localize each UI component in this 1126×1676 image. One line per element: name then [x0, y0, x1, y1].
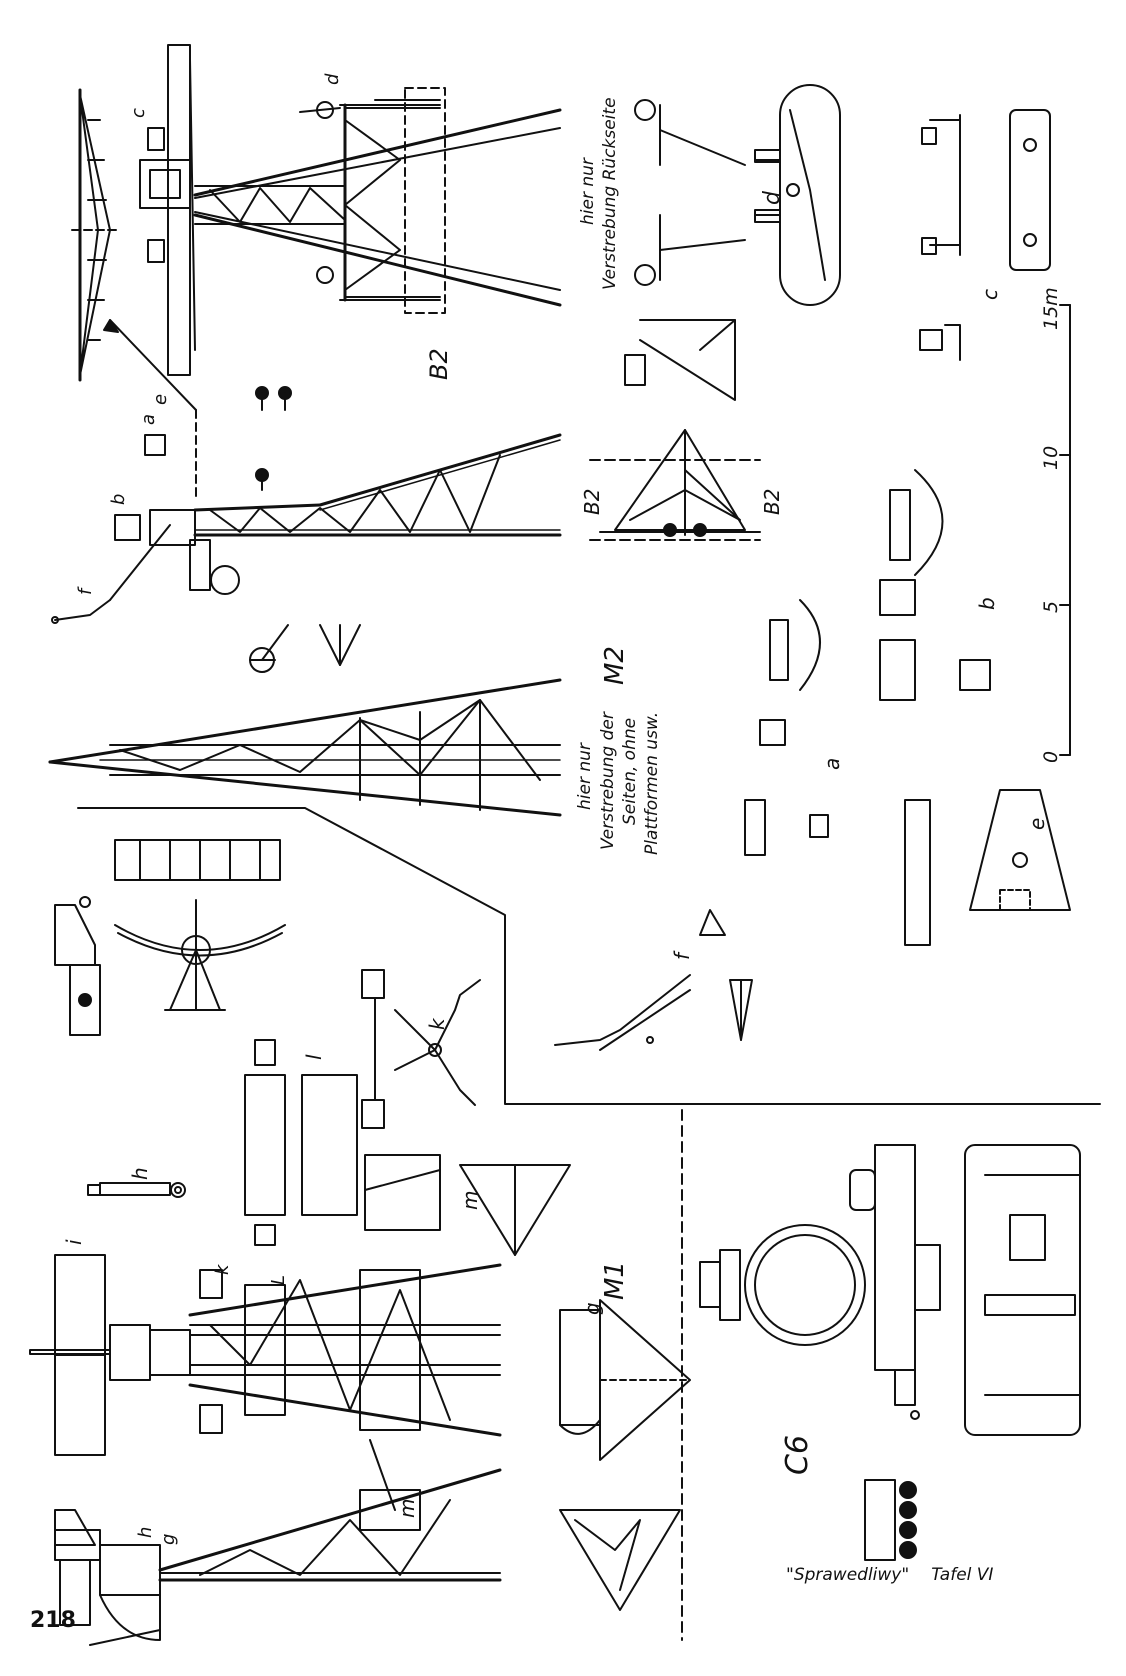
label-m1: M1 — [600, 1261, 630, 1300]
detail-a-b-components — [744, 469, 991, 856]
label-c6: C6 — [780, 1434, 815, 1475]
label-m2: M2 — [600, 646, 630, 685]
detail-h-component — [87, 1182, 186, 1198]
detail-label-a2: a — [820, 757, 844, 770]
detail-d-rear-bracing — [624, 84, 841, 401]
detail-label-g2: g — [158, 1533, 179, 1545]
cross-section-b2 — [589, 429, 761, 541]
detail-label-c: c — [128, 108, 149, 118]
caption-plate: Tafel VI — [931, 1565, 994, 1585]
upper-mast-side-view — [51, 319, 562, 624]
label-b2-upper: B2 — [425, 348, 453, 380]
scale-tick-15m: 15m — [1040, 287, 1062, 330]
note-sides-line-1: hier nur — [575, 743, 595, 810]
detail-label-b2: b — [975, 597, 999, 610]
detail-label-i: i — [62, 1239, 86, 1245]
note-rear-line-1: hier nur — [578, 158, 598, 225]
note-sides-line-2: Verstrebung der — [598, 712, 618, 850]
detail-label-k: k — [425, 1018, 449, 1030]
detail-k-l-components — [244, 969, 571, 1256]
detail-label-f: f — [75, 588, 96, 595]
detail-label-l: l — [302, 1054, 326, 1060]
note-sides-line-3: Seiten, ohne — [620, 717, 640, 825]
plate-caption: "Sprawedliwy" Tafel VI — [786, 1565, 1015, 1585]
label-b2-left: B2 — [580, 488, 604, 515]
detail-label-g: g — [580, 1302, 604, 1315]
scale-tick-5: 5 — [1040, 600, 1062, 613]
detail-label-k2: k — [212, 1264, 233, 1275]
small-platform-symbols — [249, 624, 361, 673]
detail-label-h: h — [128, 1167, 152, 1180]
detail-label-h2: h — [135, 1526, 156, 1538]
mast-m1-side-view — [54, 1468, 502, 1646]
mast-m2-side-view — [48, 678, 562, 817]
detail-label-a: a — [138, 413, 159, 425]
panel-divider-lines — [77, 807, 1101, 1641]
mast-m1-front-view — [29, 1254, 502, 1511]
page-number: 218 — [30, 1608, 76, 1633]
detail-label-b: b — [108, 493, 129, 505]
note-sides-line-4: Plattformen usw. — [642, 711, 662, 855]
detail-label-l2: L — [268, 1274, 289, 1285]
caption-ship-name: "Sprawedliwy" — [786, 1565, 910, 1585]
detail-label-d: d — [322, 73, 343, 85]
detail-label-e: e — [150, 393, 171, 405]
scale-tick-0: 0 — [1040, 750, 1062, 763]
platform-plan-views — [54, 839, 286, 1036]
upper-mast-front-view — [71, 44, 562, 382]
label-b2-right: B2 — [760, 488, 784, 515]
detail-label-m: m — [458, 1190, 482, 1210]
note-rear-line-2: Verstrebung Rückseite — [600, 97, 620, 290]
detail-label-e2: e — [1025, 817, 1049, 830]
detail-c-components — [919, 109, 1051, 361]
detail-c6-components — [699, 1144, 1081, 1561]
detail-label-f2: f — [670, 952, 694, 960]
detail-g-platform-plan — [559, 1299, 691, 1611]
detail-e-component — [904, 789, 1071, 946]
scale-tick-10: 10 — [1040, 445, 1062, 470]
scale-bar — [1059, 304, 1071, 756]
detail-label-d2: d — [760, 191, 785, 205]
detail-label-c2: c — [978, 289, 1002, 300]
detail-label-m2: m — [395, 1498, 419, 1518]
detail-f-component — [554, 909, 753, 1051]
